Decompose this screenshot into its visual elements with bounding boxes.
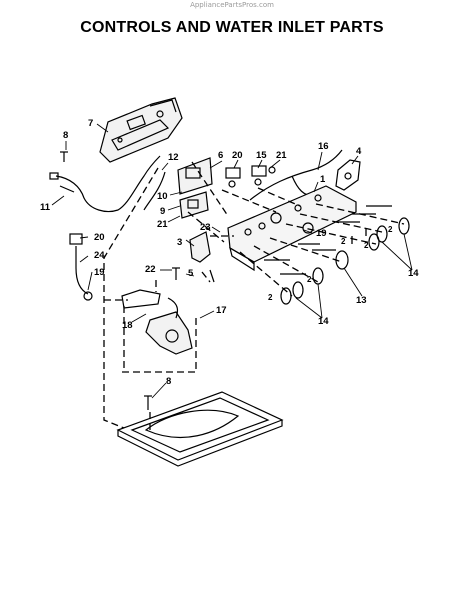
callout-8-top: 8 <box>63 130 68 141</box>
callout-4: 4 <box>356 146 362 157</box>
callout-22: 22 <box>145 264 156 275</box>
watermark: AppliancePartsPros.com <box>190 1 274 9</box>
screw-top <box>60 151 68 162</box>
callout-11: 11 <box>40 202 51 213</box>
inlet-valve <box>69 233 93 301</box>
callout-2-d: 2 <box>364 241 369 250</box>
callout-13: 13 <box>356 295 367 306</box>
callout-8-bottom: 8 <box>166 376 171 387</box>
page-title: CONTROLS AND WATER INLET PARTS <box>80 19 384 36</box>
callout-18: 18 <box>122 320 133 331</box>
callout-19-left: 19 <box>94 267 105 278</box>
knobs-front <box>280 250 349 305</box>
control-console <box>227 185 357 272</box>
callout-23: 23 <box>200 222 211 233</box>
callout-17: 17 <box>216 305 227 316</box>
callout-5: 5 <box>188 268 194 279</box>
callout-14-right: 14 <box>408 268 419 279</box>
screw-bottom <box>144 395 152 410</box>
callout-21-top: 21 <box>276 150 287 161</box>
callout-16: 16 <box>318 141 329 152</box>
callout-6: 6 <box>218 150 223 161</box>
callout-19-right: 19 <box>316 228 327 239</box>
switches <box>225 165 276 188</box>
callout-1: 1 <box>320 174 326 185</box>
control-boards <box>177 157 213 219</box>
screw-22 <box>172 267 180 280</box>
callout-7: 7 <box>88 118 93 129</box>
callout-21-bottom: 21 <box>157 219 168 230</box>
endcap <box>189 231 215 283</box>
callout-15: 15 <box>256 150 267 161</box>
knobs-right <box>368 217 410 251</box>
callout-2-e: 2 <box>388 225 393 234</box>
callout-12: 12 <box>168 152 179 163</box>
callout-20-top: 20 <box>232 150 243 161</box>
callout-14-front: 14 <box>318 316 329 327</box>
callout-2-a: 2 <box>268 293 273 302</box>
callout-10: 10 <box>157 191 168 202</box>
callout-labels: 7 8 11 12 6 20 15 21 16 4 1 10 9 21 23 3… <box>40 118 419 387</box>
callout-2-b: 2 <box>307 275 312 284</box>
power-cord <box>49 155 161 213</box>
callout-9: 9 <box>160 206 165 217</box>
callout-2-c: 2 <box>341 237 346 246</box>
cabinet-top <box>116 391 284 467</box>
callout-20-left: 20 <box>94 232 105 243</box>
callout-24: 24 <box>94 250 105 261</box>
callout-3: 3 <box>177 237 182 248</box>
bracket <box>335 159 361 191</box>
console-back-panel <box>99 97 183 163</box>
